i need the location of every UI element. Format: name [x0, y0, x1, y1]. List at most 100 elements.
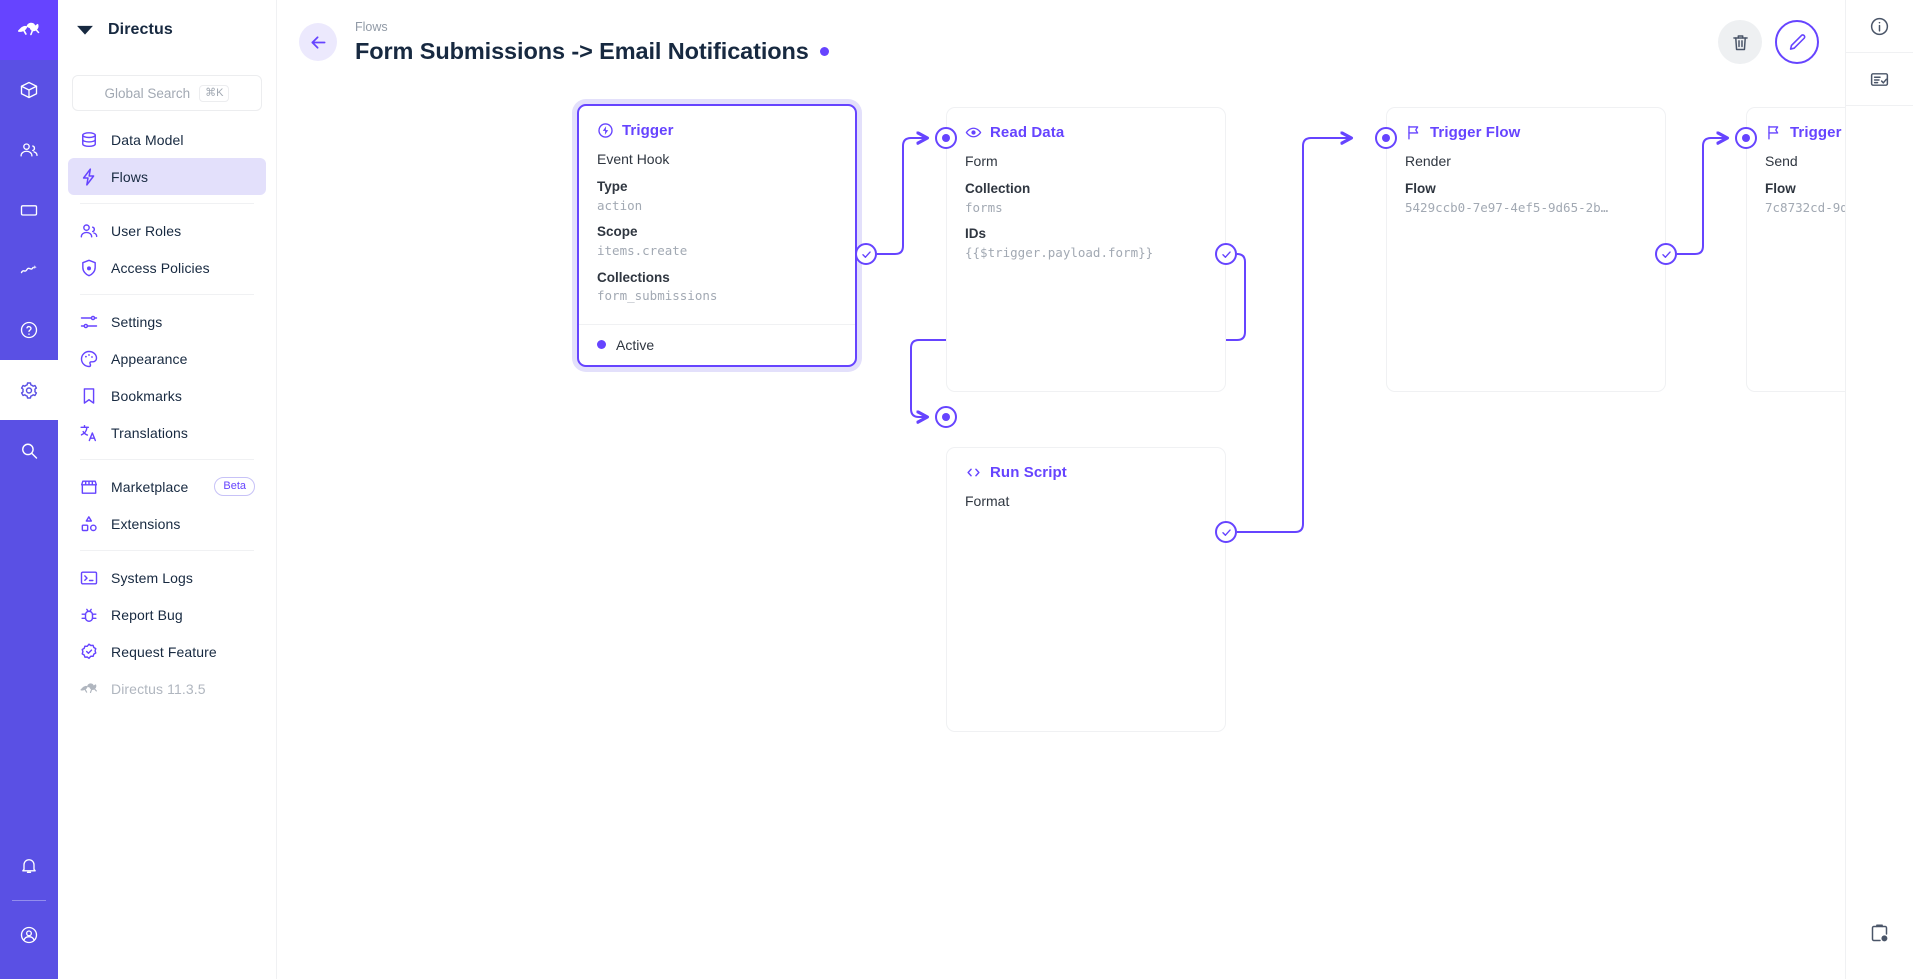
- sidebar-item-label: Bookmarks: [111, 387, 182, 404]
- sidebar-divider: [80, 203, 254, 204]
- flow-node-type: Read Data: [990, 124, 1065, 141]
- sidebar-item-data-model[interactable]: Data Model: [68, 121, 266, 158]
- module-settings[interactable]: [0, 360, 58, 420]
- right-sidebar-divider: [1845, 105, 1913, 106]
- flow-node-status: Active: [616, 336, 655, 353]
- flow-node-trigger-flow-render[interactable]: Trigger Flow Render Flow 5429ccb0-7e97-4…: [1386, 107, 1666, 392]
- flow-node-read-data[interactable]: Read Data Form Collection forms IDs {{$t…: [946, 107, 1226, 392]
- flow-port-resolve-run-script[interactable]: [1215, 521, 1237, 543]
- bookmark-icon: [79, 386, 99, 406]
- search-placeholder: Global Search: [104, 85, 191, 101]
- flow-node-body: Event Hook Type action Scope items.creat…: [579, 139, 855, 324]
- notifications-button[interactable]: [0, 836, 58, 896]
- breadcrumb[interactable]: Flows: [355, 20, 388, 35]
- sidebar-item-report-bug[interactable]: Report Bug: [68, 596, 266, 633]
- database-icon: [79, 130, 99, 150]
- field-key: Scope: [597, 224, 638, 240]
- sidebar-item-request-feature[interactable]: Request Feature: [68, 633, 266, 670]
- right-sidebar-divider: [1845, 52, 1913, 53]
- field-value: form_submissions: [597, 288, 718, 304]
- directus-rabbit-logo-icon: [79, 679, 99, 699]
- flow-port-input-trigger-flow-send[interactable]: [1735, 127, 1757, 149]
- field-value: items.create: [597, 242, 688, 258]
- flow-node-label: Event Hook: [597, 151, 670, 167]
- sidebar-item-marketplace[interactable]: Marketplace Beta: [68, 468, 266, 505]
- module-file-library[interactable]: [0, 180, 58, 240]
- user-account-button[interactable]: [0, 905, 58, 965]
- back-button[interactable]: [299, 23, 337, 61]
- module-content[interactable]: [0, 60, 58, 120]
- active-status-dot: [597, 340, 606, 350]
- flow-node-trigger-flow-send[interactable]: Trigger Flow Send Flow 7c8732cd-9d9e-44b…: [1746, 107, 1845, 392]
- translate-icon: [79, 423, 99, 443]
- flow-node-header: Read Data: [947, 108, 1225, 141]
- field-value: 5429ccb0-7e97-4ef5-9d65-2b…: [1405, 199, 1609, 215]
- field-key: IDs: [965, 226, 987, 242]
- flow-node-trigger[interactable]: Trigger Event Hook Type action Scope ite…: [577, 104, 857, 367]
- field-key: Flow: [1405, 181, 1436, 196]
- flow-canvas[interactable]: Trigger Event Hook Type action Scope ite…: [277, 84, 1845, 979]
- field-key: Collections: [597, 269, 670, 285]
- flow-port-input-run-script[interactable]: [935, 406, 957, 428]
- sidebar-item-appearance[interactable]: Appearance: [68, 340, 266, 377]
- flow-node-body: Send Flow 7c8732cd-9d9e-44be-a3f6-89…: [1747, 141, 1845, 235]
- flow-node-label: Form: [965, 153, 998, 169]
- flow-node-run-script[interactable]: Run Script Format: [946, 447, 1226, 732]
- bolt-circle-icon: [597, 122, 614, 139]
- eye-icon: [965, 124, 982, 141]
- flow-logs-button[interactable]: [1846, 53, 1913, 105]
- page-header-actions: [1718, 20, 1819, 64]
- field-key: Collection: [965, 181, 1031, 196]
- page-title-block: Flows Form Submissions -> Email Notifica…: [355, 19, 829, 65]
- sidebar-item-user-roles[interactable]: User Roles: [68, 212, 266, 249]
- sidebar-item-version: Directus 11.3.5: [68, 670, 266, 707]
- flow-port-resolve-trigger-flow-render[interactable]: [1655, 243, 1677, 265]
- flow-node-type: Trigger Flow: [1790, 124, 1845, 141]
- flow-info-button[interactable]: [1846, 0, 1913, 52]
- users-icon: [79, 221, 99, 241]
- sidebar-item-access-policies[interactable]: Access Policies: [68, 249, 266, 286]
- delete-flow-button[interactable]: [1718, 20, 1762, 64]
- sidebar-item-bookmarks[interactable]: Bookmarks: [68, 377, 266, 414]
- sidebar-item-translations[interactable]: Translations: [68, 414, 266, 451]
- notes-icon: [1871, 924, 1888, 941]
- field-value: 7c8732cd-9d9e-44be-a3f6-89…: [1765, 199, 1845, 215]
- sidebar-header: Directus: [58, 0, 276, 60]
- flow-node-label: Render: [1405, 153, 1451, 169]
- terminal-icon: [79, 568, 99, 588]
- flow-node-type: Trigger: [622, 122, 674, 139]
- module-insights[interactable]: [0, 240, 58, 300]
- sidebar-divider: [80, 294, 254, 295]
- flow-port-resolve-read-data[interactable]: [1215, 243, 1237, 265]
- flow-port-resolve-trigger[interactable]: [855, 243, 877, 265]
- sidebar-item-system-logs[interactable]: System Logs: [68, 559, 266, 596]
- sidebar-item-settings[interactable]: Settings: [68, 303, 266, 340]
- sidebar-item-extensions[interactable]: Extensions: [68, 505, 266, 542]
- sidebar-item-label: Access Policies: [111, 259, 210, 276]
- flow-status-dot: [819, 46, 829, 56]
- sidebar-item-label: Request Feature: [111, 643, 217, 660]
- sidebar-divider: [80, 550, 254, 551]
- notes-button[interactable]: [1846, 907, 1913, 959]
- main-region: Flows Form Submissions -> Email Notifica…: [277, 0, 1845, 979]
- search-input[interactable]: Global Search ⌘K: [72, 75, 262, 111]
- sidebar-nav-list: Data Model Flows User Roles Acc: [58, 111, 276, 707]
- module-brand[interactable]: [0, 0, 58, 60]
- storefront-icon: [79, 477, 99, 497]
- sidebar-item-flows[interactable]: Flows: [68, 158, 266, 195]
- flow-port-input-trigger-flow-render[interactable]: [1375, 127, 1397, 149]
- flow-node-header: Trigger: [579, 106, 855, 139]
- sidebar-item-label: Flows: [111, 168, 149, 185]
- flow-port-input-read-data[interactable]: [935, 127, 957, 149]
- edit-flow-button[interactable]: [1775, 20, 1819, 64]
- module-search[interactable]: [0, 420, 58, 480]
- flow-node-body: Format: [947, 481, 1225, 532]
- module-bar-divider: [12, 900, 46, 901]
- sidebar-item-label: Translations: [111, 424, 188, 441]
- pencil-icon: [1789, 33, 1805, 50]
- sidebar-item-label: Marketplace: [111, 478, 189, 495]
- module-help[interactable]: [0, 300, 58, 360]
- module-user-directory[interactable]: [0, 120, 58, 180]
- flow-node-label: Send: [1765, 153, 1798, 169]
- flow-node-label: Format: [965, 493, 1010, 509]
